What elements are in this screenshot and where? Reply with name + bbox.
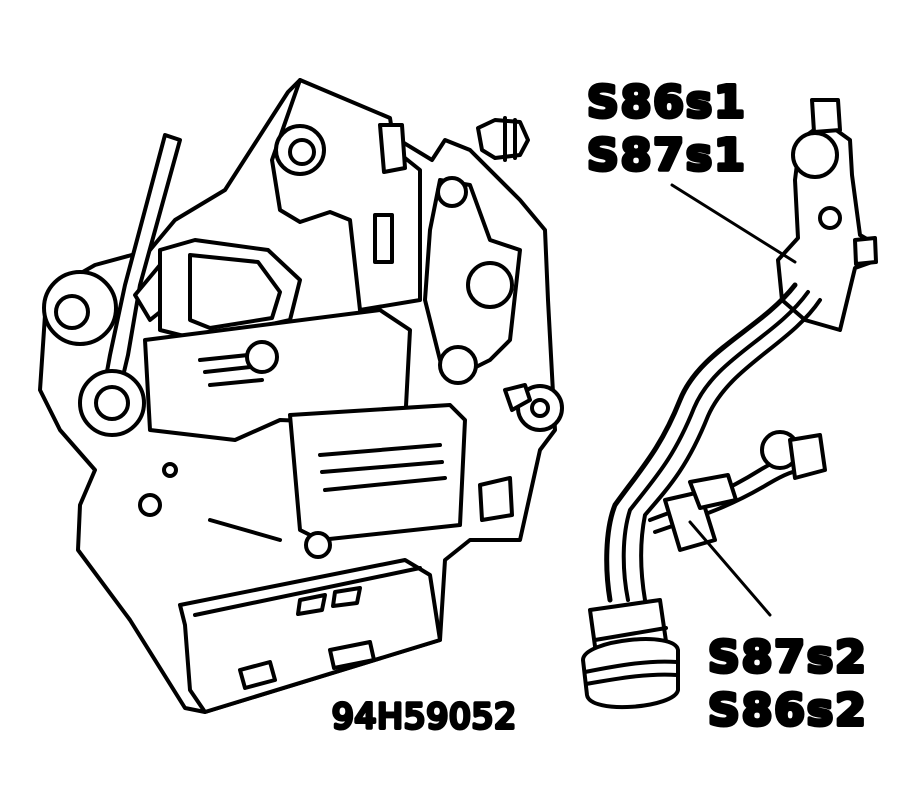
label-s86s1: S86s1 (587, 77, 747, 128)
label-s87s1: S87s1 (587, 130, 747, 181)
leader-top (670, 183, 797, 264)
label-s86s2: S86s2 (708, 685, 868, 736)
switch-harness-assembly (581, 98, 878, 710)
upper-switch-cap (810, 98, 842, 134)
leader-bottom (688, 520, 772, 617)
center-block (158, 238, 302, 342)
motor-block (288, 403, 467, 542)
leader-lines (670, 183, 797, 617)
figure-id: 94H59052 (332, 697, 517, 737)
mounting-plate (178, 558, 442, 714)
door-latch-assembly (38, 78, 564, 714)
wire-bundle (604, 282, 798, 603)
label-s87s2: S87s2 (708, 632, 868, 683)
bracket-hole (274, 124, 326, 176)
striker-boss (78, 369, 146, 437)
